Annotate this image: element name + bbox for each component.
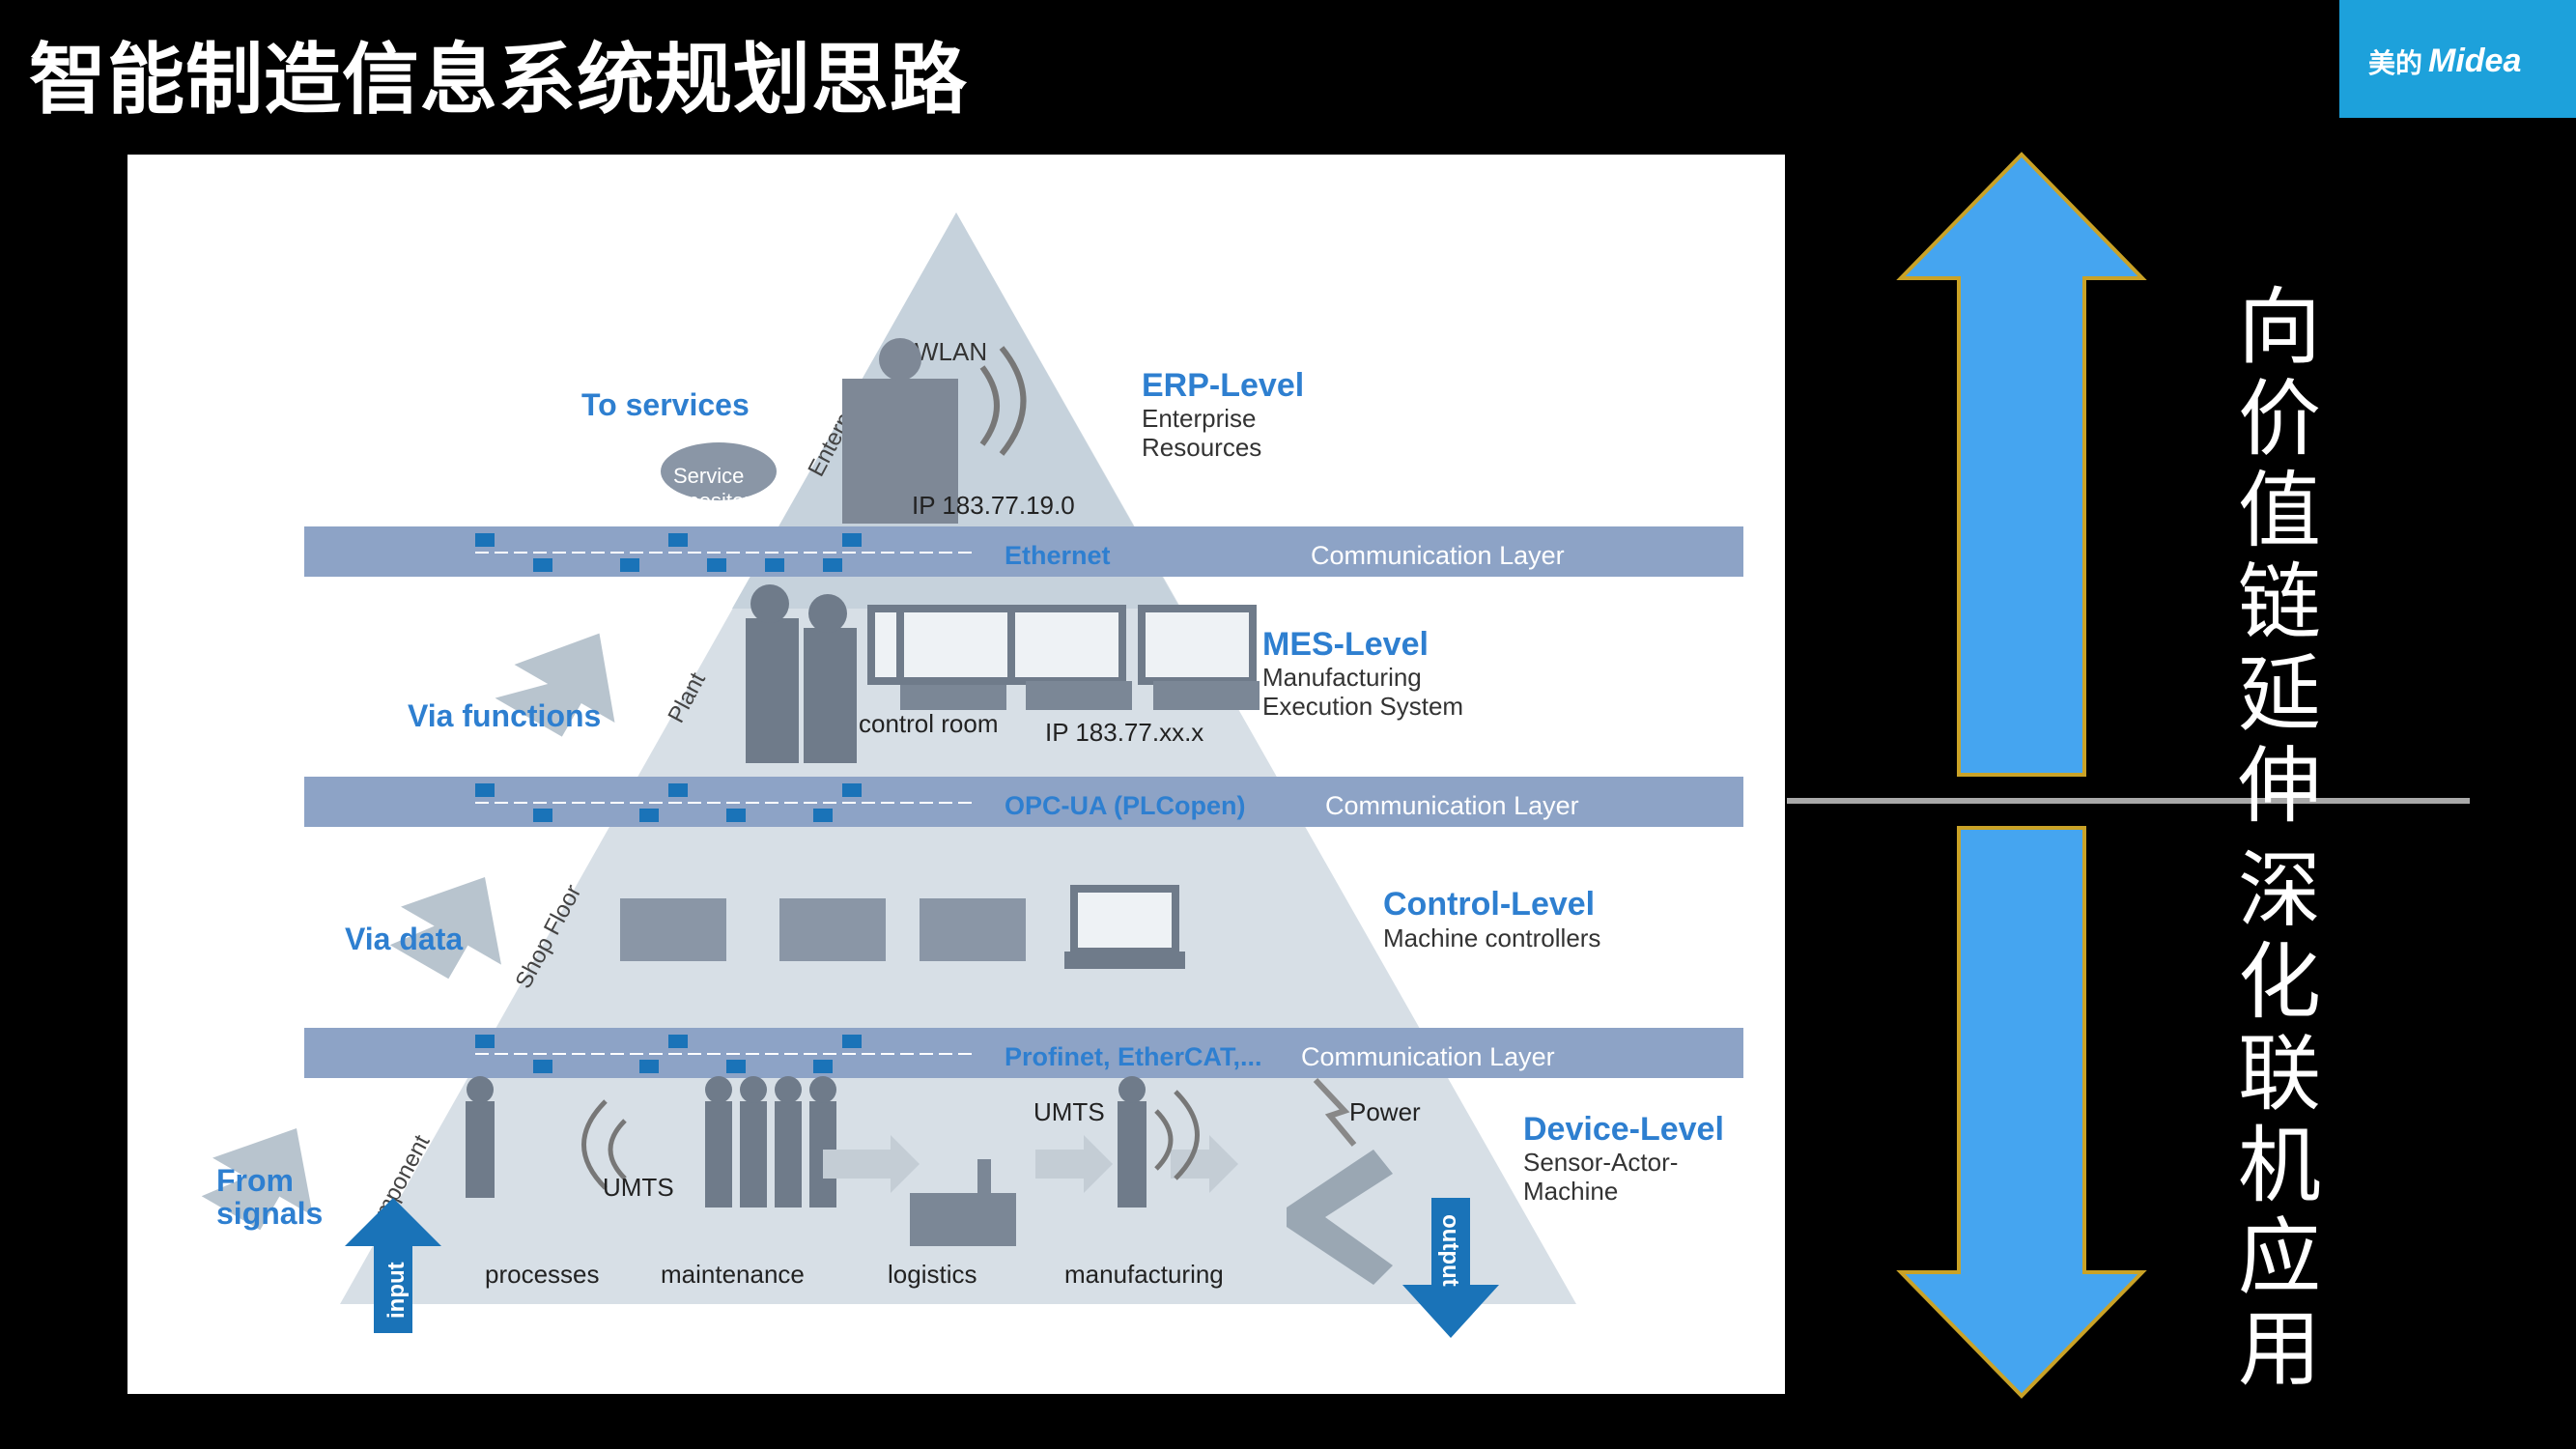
umts-label-2: UMTS <box>1033 1097 1105 1126</box>
logo-en-text: Midea <box>2428 43 2522 79</box>
erp-level-title: ERP-Level <box>1142 367 1304 404</box>
maintenance-label: maintenance <box>661 1260 805 1289</box>
via-data-label: Via data <box>345 922 463 956</box>
control-room-monitor-2 <box>896 605 1015 685</box>
down-char-2: 化 <box>2238 934 2321 1031</box>
from-signals-label-1: From <box>216 1163 294 1198</box>
logo-cn-text: 美的 <box>2368 47 2423 79</box>
controller-cabinet-3 <box>920 898 1026 961</box>
down-char-5: 应 <box>2238 1209 2321 1306</box>
page-title: 智能制造信息系统规划思路 <box>29 35 968 125</box>
machine-controller-base <box>1064 952 1185 969</box>
up-char-4: 链 <box>2238 554 2321 651</box>
umts-signal-icon-1 <box>581 1099 627 1190</box>
to-services-label: To services <box>581 387 750 422</box>
mes-worker-icon-1 <box>746 618 799 763</box>
forklift-mast <box>977 1159 991 1246</box>
control-level-title: Control-Level <box>1383 886 1595 923</box>
from-signals-label-2: signals <box>216 1196 323 1231</box>
ip-erp-label: IP 183.77.19.0 <box>912 491 1075 520</box>
control-room-desk-2 <box>1026 681 1132 710</box>
wlan-label: WLAN <box>915 337 987 366</box>
down-vertical-text: 深 化 联 机 应 用 <box>2226 845 2333 1396</box>
device-level-line1: Sensor-Actor- <box>1523 1148 1678 1177</box>
flow-arrow-3 <box>1171 1135 1238 1193</box>
conveyor-icon <box>1287 1150 1393 1285</box>
control-room-monitor-3 <box>1007 605 1126 685</box>
control-room-label: control room <box>859 709 999 738</box>
down-char-6: 用 <box>2238 1301 2321 1398</box>
up-arrow-icon <box>1896 152 2147 777</box>
power-label: Power <box>1349 1097 1421 1126</box>
service-repository-label-2: repository <box>668 489 762 513</box>
flow-arrow-2 <box>1035 1135 1113 1193</box>
enterprise-person-head <box>879 338 921 381</box>
via-functions-label: Via functions <box>408 698 601 733</box>
input-arrow-icon <box>345 1198 441 1333</box>
controller-cabinet-1 <box>620 898 726 961</box>
bus-label-1: Communication Layer <box>1311 541 1565 570</box>
controller-cabinet-2 <box>779 898 886 961</box>
pyramid-diagram: Ethernet Communication Layer OPC-UA (PLC… <box>201 213 1743 1338</box>
erp-level-line1: Enterprise <box>1142 404 1257 433</box>
ip-mes-label: IP 183.77.xx.x <box>1045 718 1203 747</box>
mes-level-line1: Manufacturing <box>1262 663 1422 692</box>
device-level-line2: Machine <box>1523 1177 1618 1206</box>
device-level-title: Device-Level <box>1523 1111 1724 1148</box>
output-arrow-icon <box>1402 1198 1499 1338</box>
up-char-1: 向 <box>2238 279 2321 376</box>
bus-label-3: Communication Layer <box>1301 1042 1555 1071</box>
power-bolt-icon <box>1313 1077 1357 1147</box>
processes-label: processes <box>485 1260 600 1289</box>
flow-arrow-1 <box>823 1135 920 1193</box>
logistics-label: logistics <box>888 1260 977 1289</box>
output-label: output <box>1437 1214 1463 1287</box>
down-char-1: 深 <box>2238 842 2321 939</box>
service-repository-label-1: Service <box>673 464 744 488</box>
pyramid-diagram-panel: Ethernet Communication Layer OPC-UA (PLC… <box>127 155 1785 1394</box>
up-vertical-text: 向 价 值 链 延 伸 <box>2226 282 2333 833</box>
control-level-line1: Machine controllers <box>1383 923 1600 952</box>
mes-worker-head-1 <box>750 584 789 623</box>
via-functions-arrow <box>495 633 615 737</box>
down-arrow-icon <box>1896 826 2147 1399</box>
mes-level-title: MES-Level <box>1262 626 1429 663</box>
down-char-4: 机 <box>2238 1118 2321 1214</box>
mes-level-line2: Execution System <box>1262 692 1463 721</box>
up-char-5: 延 <box>2238 646 2321 743</box>
umts-signal-icon-2 <box>1154 1090 1200 1180</box>
up-char-3: 值 <box>2238 463 2321 559</box>
forklift-icon <box>910 1193 1016 1246</box>
control-room-desk-3 <box>1153 681 1260 710</box>
from-signals-arrow <box>201 1128 313 1231</box>
bus-label-2: Communication Layer <box>1325 791 1579 820</box>
input-label: input <box>383 1262 410 1319</box>
bus-protocol-opcua: OPC-UA (PLCopen) <box>1005 791 1245 820</box>
mes-worker-icon-2 <box>804 628 857 763</box>
down-char-3: 联 <box>2238 1026 2321 1122</box>
control-room-desk-1 <box>900 681 1006 710</box>
mes-worker-head-2 <box>808 594 847 633</box>
up-char-2: 价 <box>2238 371 2321 468</box>
umts-label-1: UMTS <box>603 1173 674 1202</box>
manufacturing-label: manufacturing <box>1064 1260 1224 1289</box>
midea-logo: 美的 Midea <box>2339 0 2576 118</box>
bus-protocol-ethernet: Ethernet <box>1005 541 1111 570</box>
enterprise-person-icon <box>842 379 958 524</box>
machine-controller-monitor <box>1070 885 1179 955</box>
bus-nodes <box>475 533 862 1073</box>
bus-protocol-profinet: Profinet, EtherCAT,... <box>1005 1042 1262 1071</box>
via-data-arrow <box>389 877 501 980</box>
control-room-monitor-4 <box>1138 605 1257 685</box>
erp-level-line2: Resources <box>1142 433 1261 462</box>
wlan-signal-icon <box>979 346 1027 456</box>
device-workers-icons <box>466 1076 1146 1208</box>
up-char-6: 伸 <box>2238 738 2321 835</box>
service-repository-icon <box>661 442 777 500</box>
